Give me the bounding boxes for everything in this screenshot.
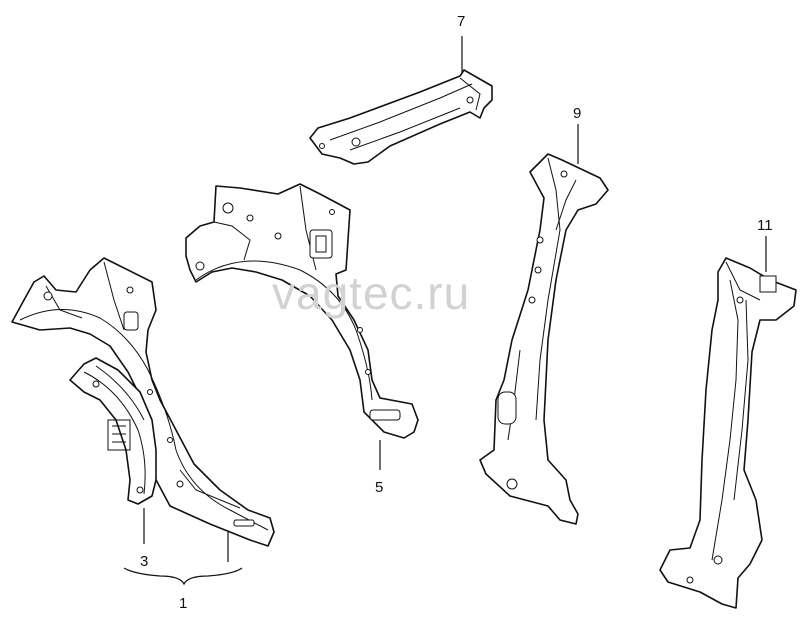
part-11-pillar-inner[interactable] — [659, 257, 797, 609]
part-9-pillar[interactable] — [479, 153, 609, 525]
callout-7: 7 — [457, 13, 465, 30]
part-3-inner-wheel-arch[interactable] — [69, 357, 157, 505]
part-7-roof-member[interactable] — [309, 69, 493, 165]
callout-1: 1 — [179, 595, 187, 612]
part-5-wheel-arch-panel[interactable] — [185, 183, 419, 439]
callout-9: 9 — [573, 105, 581, 122]
callout-11: 11 — [757, 217, 773, 234]
callout-3: 3 — [140, 553, 148, 570]
callout-5: 5 — [375, 479, 383, 496]
callout-1-bracket — [123, 567, 243, 586]
